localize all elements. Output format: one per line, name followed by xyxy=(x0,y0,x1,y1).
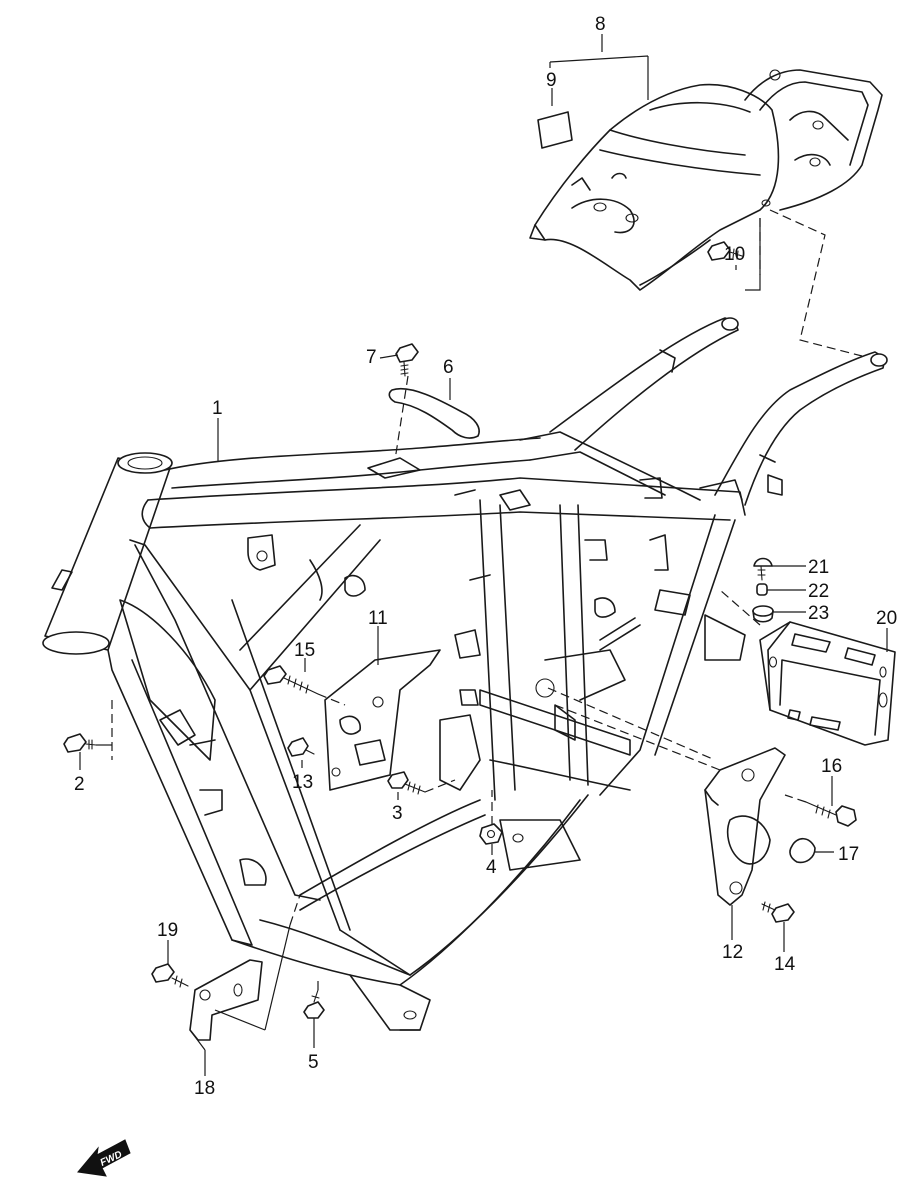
callout-10: 10 xyxy=(724,244,745,265)
nut-4-part xyxy=(479,823,503,845)
callout-21: 21 xyxy=(808,557,829,578)
strap-bracket-part xyxy=(388,387,480,439)
callout-5: 5 xyxy=(308,1052,319,1073)
grommet-set-part xyxy=(752,557,774,623)
bolt-3-part xyxy=(387,771,426,795)
callout-6: 6 xyxy=(443,357,454,378)
rear-fender xyxy=(529,69,883,291)
callout-17: 17 xyxy=(838,844,859,865)
frame-body xyxy=(42,317,888,1031)
cap-part xyxy=(789,837,816,864)
callout-11: 11 xyxy=(368,608,388,629)
callout-19: 19 xyxy=(157,920,178,941)
callout-16: 16 xyxy=(821,756,842,777)
callout-9: 9 xyxy=(546,70,557,91)
bracket-frame-part xyxy=(759,621,896,746)
bolt-2-part xyxy=(63,733,97,753)
callout-23: 23 xyxy=(808,603,829,624)
callout-2: 2 xyxy=(74,774,85,795)
bolt-10-part xyxy=(707,241,743,261)
callout-18: 18 xyxy=(194,1078,215,1099)
callout-4: 4 xyxy=(486,857,497,878)
callout-12: 12 xyxy=(722,942,743,963)
callout-15: 15 xyxy=(294,640,315,661)
callout-8: 8 xyxy=(595,14,606,35)
leader-lines xyxy=(79,34,888,1076)
label-plate-part xyxy=(537,111,573,149)
callout-1: 1 xyxy=(212,398,223,419)
forward-direction-arrow-icon: FWD xyxy=(77,1139,131,1177)
callout-3: 3 xyxy=(392,803,403,824)
callout-13: 13 xyxy=(292,772,313,793)
callout-14: 14 xyxy=(774,954,796,975)
bolt-7-part xyxy=(395,343,419,377)
callout-7: 7 xyxy=(366,347,377,368)
callout-20: 20 xyxy=(876,608,897,629)
bolt-19-part xyxy=(151,963,189,988)
bolt-16-part xyxy=(805,801,857,827)
footrest-bracket-part xyxy=(189,959,263,1041)
side-plate-part xyxy=(324,649,441,791)
bolt-5-part xyxy=(303,989,325,1019)
bolt-15-part xyxy=(263,665,319,695)
bolt-13-part xyxy=(287,737,315,757)
engine-mount-plate-part xyxy=(704,747,786,906)
callout-22: 22 xyxy=(808,581,829,602)
callout-labels: 1 2 3 4 5 6 7 8 9 10 11 12 13 14 15 16 1… xyxy=(74,14,897,1099)
bolt-14-part xyxy=(761,901,795,923)
